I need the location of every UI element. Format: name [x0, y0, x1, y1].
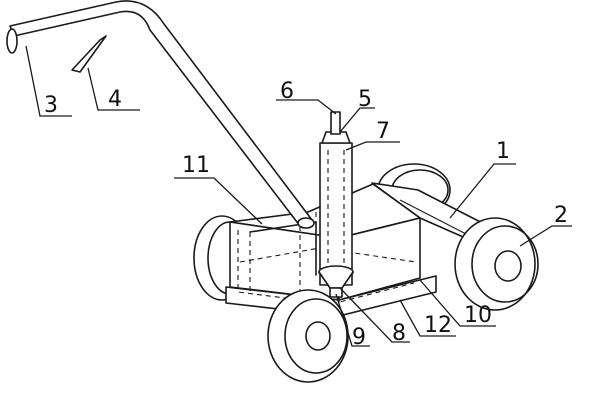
front-right-wheel — [454, 217, 539, 311]
label-7: 7 — [376, 119, 390, 144]
spray-nozzle — [318, 265, 354, 298]
label-11: 11 — [182, 153, 210, 178]
brake-lever — [71, 35, 107, 73]
reference-numerals: 3 4 6 5 7 11 1 2 9 8 12 10 — [44, 79, 568, 350]
pump-cylinder — [319, 111, 353, 286]
label-1: 1 — [496, 139, 510, 164]
front-left-wheel — [267, 289, 349, 383]
label-2: 2 — [554, 203, 568, 228]
paint-tank — [249, 221, 317, 292]
label-9: 9 — [352, 325, 366, 350]
label-10: 10 — [464, 303, 492, 328]
push-handle — [6, 0, 315, 229]
label-5: 5 — [358, 87, 372, 112]
label-4: 4 — [108, 87, 122, 112]
label-12: 12 — [424, 313, 452, 338]
label-8: 8 — [392, 321, 406, 346]
leader-lines — [25, 45, 572, 347]
label-6: 6 — [280, 79, 294, 104]
label-3: 3 — [44, 93, 58, 118]
